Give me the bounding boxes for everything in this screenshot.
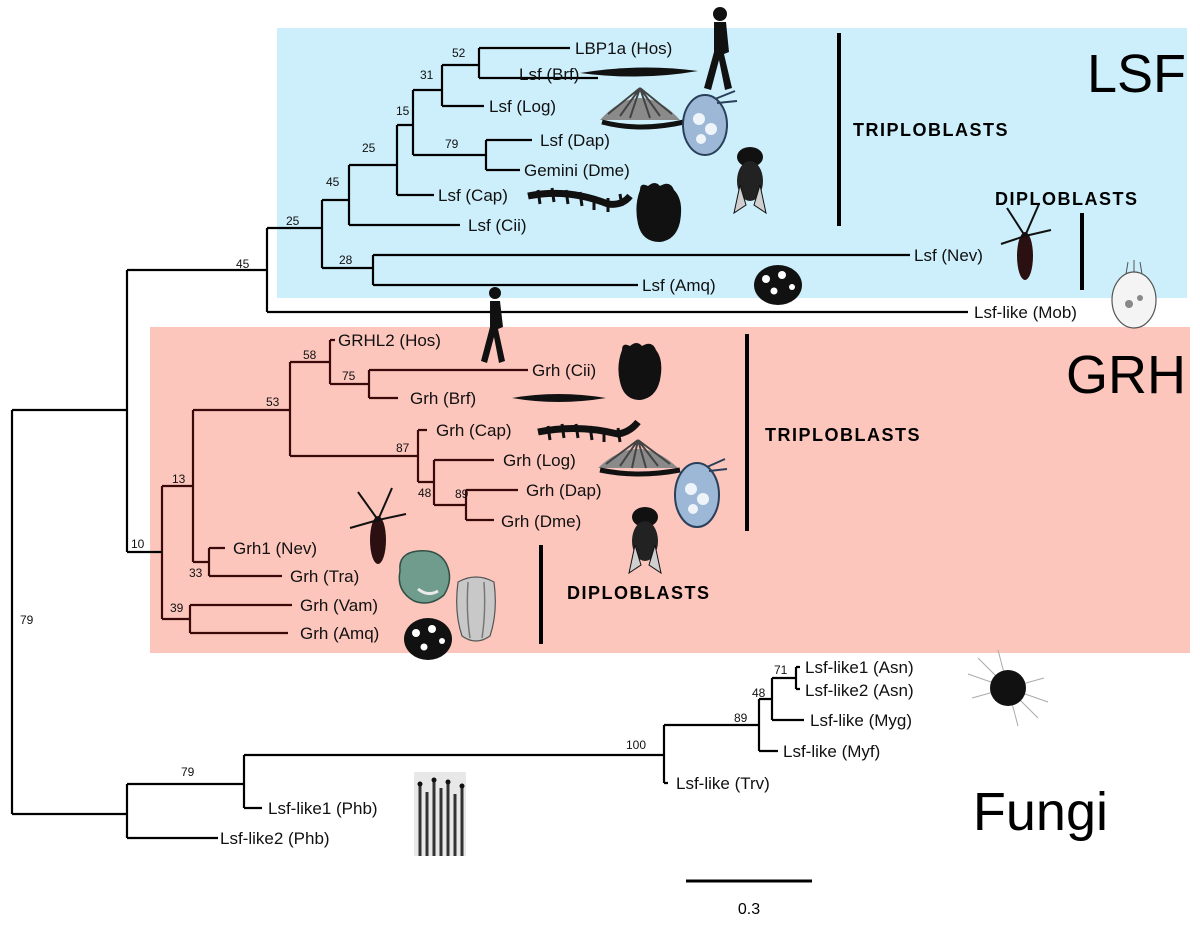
- ctenophore-icon: [456, 576, 496, 642]
- choanoflagellate-icon: [1111, 260, 1157, 329]
- support-value: 71: [774, 663, 788, 677]
- tip-label: Lsf (Log): [489, 97, 556, 116]
- scale-bar-label: 0.3: [738, 901, 760, 918]
- tip-label: LBP1a (Hos): [575, 39, 672, 58]
- human-silhouette-icon: [481, 287, 505, 363]
- support-value: 87: [396, 441, 410, 455]
- amphioxus-icon: [512, 394, 606, 402]
- lsf-branches: [265, 46, 968, 314]
- grh-clade-box: [150, 327, 1190, 653]
- tip-label: Grh (Dap): [526, 481, 602, 500]
- support-value: 52: [452, 46, 466, 60]
- lsf-diploblasts-label: DIPLOBLASTS: [995, 189, 1139, 209]
- support-value: 15: [396, 104, 410, 118]
- tip-label: Grh (Cii): [532, 361, 596, 380]
- tip-label: Lsf-like (Myg): [810, 711, 912, 730]
- support-value: 28: [339, 253, 353, 267]
- tip-label: Lsf-like1 (Asn): [805, 658, 914, 677]
- support-value: 25: [286, 214, 300, 228]
- tip-label: Lsf-like2 (Asn): [805, 681, 914, 700]
- lsf-clade-box: [277, 28, 1187, 298]
- placozoan-icon: [398, 550, 451, 604]
- tip-label: Lsf (Amq): [642, 276, 716, 295]
- support-value: 89: [734, 711, 748, 725]
- polychaete-worm-icon: [537, 419, 641, 443]
- fungi-clade-label: Fungi: [973, 782, 1108, 842]
- support-value: 48: [418, 486, 432, 500]
- support-value: 33: [189, 566, 203, 580]
- support-value: 75: [342, 369, 356, 383]
- support-value: 39: [170, 601, 184, 615]
- human-silhouette-icon: [704, 7, 732, 90]
- tip-label: Lsf-like2 (Phb): [220, 829, 330, 848]
- daphnia-icon: [674, 458, 728, 528]
- ascidian-icon: [618, 343, 662, 400]
- tip-label: Gemini (Dme): [524, 161, 630, 180]
- daphnia-icon: [682, 90, 738, 156]
- tip-label: Lsf (Brf): [519, 65, 579, 84]
- tip-label: Lsf-like (Trv): [676, 774, 770, 793]
- support-value: 79: [181, 765, 195, 779]
- fly-icon: [628, 507, 662, 575]
- support-value: 45: [236, 257, 250, 271]
- support-value: 13: [172, 472, 186, 486]
- tip-label: Lsf (Dap): [540, 131, 610, 150]
- support-values: 52 31 15 79 25 45 25 28 45 58 75 53 87 4…: [20, 46, 788, 779]
- limpet-shell-icon: [600, 87, 685, 130]
- support-value: 100: [626, 738, 646, 752]
- grh-triploblasts-label: TRIPLOBLASTS: [765, 425, 921, 445]
- grh-clade-label: GRH: [1066, 345, 1186, 405]
- support-value: 25: [362, 141, 376, 155]
- tip-label: Lsf (Cap): [438, 186, 508, 205]
- support-value: 53: [266, 395, 280, 409]
- support-value: 45: [326, 175, 340, 189]
- tip-label: Grh (Brf): [410, 389, 476, 408]
- support-value: 31: [420, 68, 434, 82]
- anemone-icon: [1000, 203, 1052, 280]
- support-value: 79: [20, 613, 34, 627]
- amphioxus-icon: [580, 67, 698, 77]
- sponge-icon: [404, 618, 452, 660]
- tip-label: Lsf (Cii): [468, 216, 527, 235]
- tip-label: Grh (Dme): [501, 512, 581, 531]
- tip-labels: LBP1a (Hos) Lsf (Brf) Lsf (Log) Lsf (Dap…: [220, 39, 1077, 848]
- support-value: 48: [752, 686, 766, 700]
- tip-label: Grh (Vam): [300, 596, 378, 615]
- grh-diploblasts-label: DIPLOBLASTS: [567, 583, 711, 603]
- tip-label: Grh (Tra): [290, 567, 359, 586]
- tip-label: GRHL2 (Hos): [338, 331, 441, 350]
- support-value: 10: [131, 537, 145, 551]
- fungus-colony-icon: [967, 649, 1049, 727]
- tip-label: Grh1 (Nev): [233, 539, 317, 558]
- limpet-shell-icon: [598, 439, 681, 477]
- support-value: 79: [445, 137, 459, 151]
- ascidian-icon: [636, 183, 682, 242]
- support-value: 89: [455, 487, 469, 501]
- root-fungi-branches: [10, 268, 804, 840]
- fly-icon: [733, 147, 767, 215]
- tip-label: Grh (Amq): [300, 624, 379, 643]
- support-value: 58: [303, 348, 317, 362]
- lsf-triploblasts-label: TRIPLOBLASTS: [853, 120, 1009, 140]
- lsf-clade-label: LSF: [1087, 44, 1186, 104]
- tip-label: Grh (Log): [503, 451, 576, 470]
- tip-label: Grh (Cap): [436, 421, 512, 440]
- tip-label: Lsf-like (Mob): [974, 303, 1077, 322]
- sponge-icon: [754, 265, 802, 305]
- anemone-icon: [349, 487, 407, 564]
- tip-label: Lsf-like1 (Phb): [268, 799, 378, 818]
- polychaete-worm-icon: [527, 187, 633, 212]
- grh-branches: [160, 338, 528, 635]
- pilobolus-icon: [414, 772, 466, 856]
- tip-label: Lsf-like (Myf): [783, 742, 880, 761]
- tip-label: Lsf (Nev): [914, 246, 983, 265]
